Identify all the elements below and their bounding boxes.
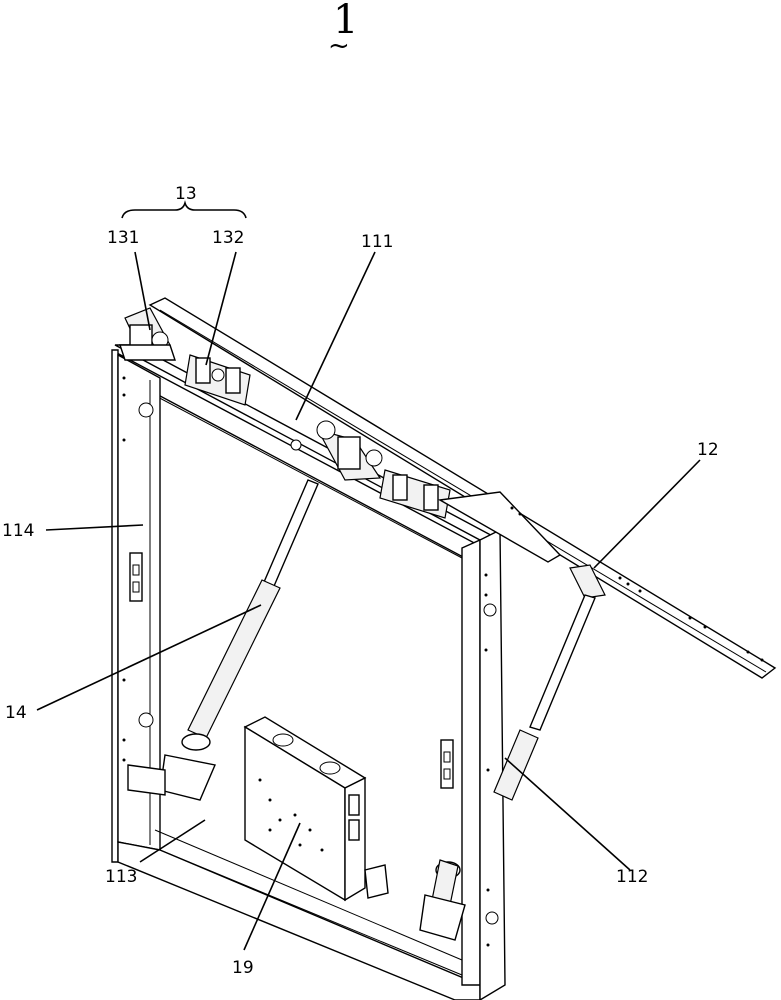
label-12: 12 — [697, 440, 719, 460]
hole — [139, 403, 153, 417]
label-13: 13 — [175, 184, 197, 204]
box-19 — [245, 717, 388, 900]
left-post-114 — [112, 350, 118, 862]
right-post-front — [480, 530, 505, 1000]
right-mount-plate — [441, 740, 453, 788]
hinge-assembly-13 — [120, 308, 450, 518]
label-112: 112 — [616, 867, 648, 887]
label-114: 114 — [2, 521, 34, 541]
label-131: 131 — [107, 228, 139, 248]
hole — [291, 440, 301, 450]
label-113: 113 — [105, 867, 137, 887]
label-19: 19 — [232, 958, 254, 978]
hole — [484, 604, 496, 616]
label-132: 132 — [212, 228, 244, 248]
label-14: 14 — [5, 703, 27, 723]
left-mount-plate — [130, 553, 142, 601]
hole — [139, 713, 153, 727]
right-post-112 — [462, 540, 480, 985]
label-111: 111 — [361, 232, 393, 252]
brace-13 — [122, 203, 246, 218]
figure-tilde: ~ — [328, 31, 350, 61]
hole — [486, 912, 498, 924]
